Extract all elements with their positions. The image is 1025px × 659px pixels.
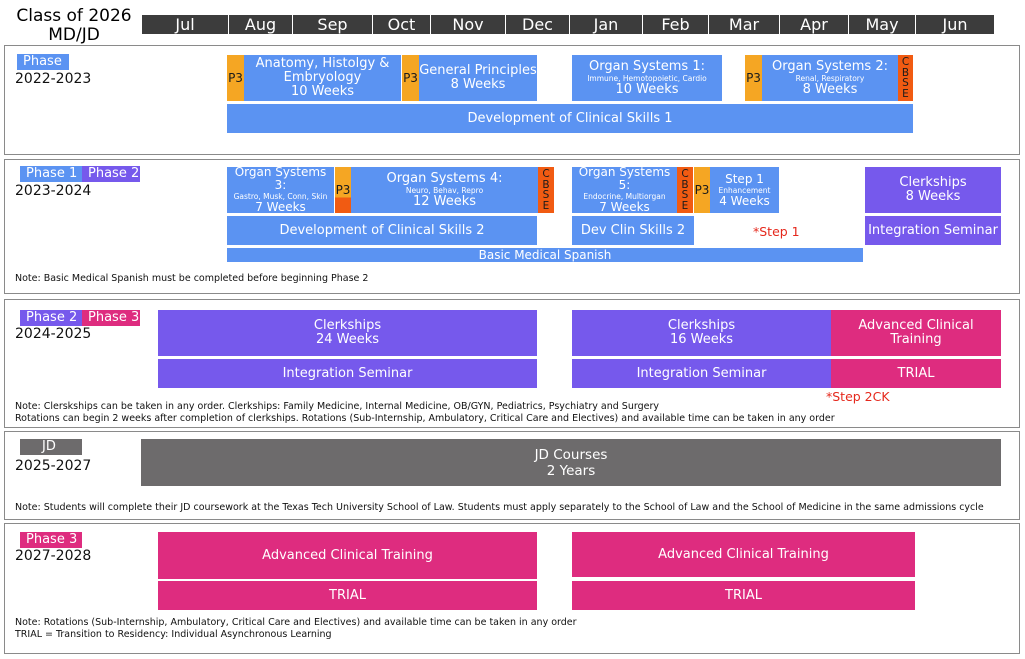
- block-title: Clerkships: [313, 318, 382, 333]
- block-duration: 8 Weeks: [802, 81, 858, 97]
- month-feb: Feb: [642, 15, 708, 34]
- phase-3-tag: Phase 3: [20, 532, 82, 548]
- basic-medical-spanish-block: Basic Medical Spanish: [227, 248, 863, 262]
- block-duration: 8 Weeks: [450, 77, 506, 92]
- block-title: Anatomy, Histolgy &: [255, 56, 390, 71]
- clerkships-block: Clerkships 8 Weeks: [865, 167, 1001, 213]
- block-duration: 16 Weeks: [669, 332, 734, 347]
- organ-systems-4-block: Organ Systems 4: Neuro, Behav, Repro 12 …: [351, 167, 538, 213]
- p3-block: P3: [402, 55, 419, 101]
- month-aug: Aug: [228, 15, 292, 34]
- cbse-block: CBSE: [538, 167, 554, 213]
- phase-2-tag: Phase 2: [82, 166, 140, 182]
- note-text: Note: Rotations (Sub-Internship, Ambulat…: [15, 617, 577, 628]
- year-label: 2024-2025: [15, 326, 92, 342]
- block-title: Clerkships: [667, 318, 736, 333]
- phase-1-tag: Phase 1: [20, 166, 82, 182]
- integration-seminar-block: Integration Seminar: [865, 216, 1001, 245]
- block-subtitle: Renal, Respiratory: [795, 73, 865, 83]
- clerkships-16-weeks-block: Clerkships 16 Weeks: [572, 310, 831, 356]
- advanced-clinical-training-block: Advanced Clinical Training: [158, 532, 537, 579]
- month-oct: Oct: [372, 15, 430, 34]
- year-label: 2022-2023: [15, 71, 92, 87]
- block-title: Clerkships: [899, 175, 967, 190]
- p3-block: P3: [335, 167, 351, 213]
- p3-block: P3: [694, 167, 710, 213]
- month-may: May: [848, 15, 915, 34]
- organ-systems-3-block: Organ Systems 3: Gastro, Musk, Conn, Ski…: [227, 167, 334, 213]
- organ-systems-1-block: Organ Systems 1: Immune, Hemotopoietic, …: [572, 55, 722, 101]
- block-title: Organ Systems 3:: [234, 167, 327, 192]
- phase-3-tag: Phase 3: [82, 310, 140, 326]
- block-subtitle: Neuro, Behav, Repro: [405, 185, 484, 195]
- block-subtitle: Gastro, Musk, Conn, Skin: [233, 192, 328, 201]
- trial-block: TRIAL: [158, 581, 537, 610]
- block-duration: 4 Weeks: [719, 193, 770, 208]
- block-duration: 7 Weeks: [599, 200, 650, 214]
- jd-courses-block: JD Courses 2 Years: [141, 439, 1001, 486]
- advanced-clinical-training-block: Advanced Clinical Training: [831, 310, 1001, 356]
- step-1-marker: *Step 1: [753, 224, 800, 239]
- month-jul: Jul: [141, 15, 228, 34]
- timeline-title: Class of 2026 MD/JD: [14, 7, 134, 45]
- integration-seminar-block: Integration Seminar: [158, 359, 537, 388]
- block-duration: 10 Weeks: [615, 81, 679, 97]
- month-dec: Dec: [505, 15, 569, 34]
- dev-clinical-skills-1-block: Development of Clinical Skills 1: [227, 104, 913, 133]
- block-subtitle: Immune, Hemotopoietic, Cardio: [587, 73, 707, 83]
- block-title: JD Courses: [534, 446, 608, 463]
- month-jan: Jan: [569, 15, 642, 34]
- month-jun: Jun: [915, 15, 994, 34]
- block-duration: 10 Weeks: [290, 84, 355, 99]
- trial-block: TRIAL: [831, 359, 1001, 388]
- general-principles-block: General Principles 8 Weeks: [419, 55, 537, 101]
- block-title: Organ Systems 4:: [386, 170, 503, 186]
- advanced-clinical-training-block: Advanced Clinical Training: [572, 532, 915, 577]
- jd-tag: JD: [20, 439, 82, 455]
- dev-clin-skills-2-block: Dev Clin Skills 2: [572, 216, 694, 245]
- block-title: General Principles: [419, 63, 537, 78]
- p3-block: P3: [227, 55, 244, 101]
- note-text: Rotations can begin 2 weeks after comple…: [15, 413, 835, 424]
- class-title: Class of 2026: [16, 6, 132, 26]
- block-subtitle: Endocrine, Multiorgan: [583, 192, 666, 201]
- p3-block: P3: [745, 55, 762, 101]
- block-title: Organ Systems 5:: [578, 167, 671, 192]
- note-text: Note: Students will complete their JD co…: [15, 502, 984, 513]
- cbse-block: CBSE: [898, 55, 913, 101]
- month-nov: Nov: [430, 15, 505, 34]
- program-title: MD/JD: [48, 25, 100, 45]
- organ-systems-5-block: Organ Systems 5: Endocrine, Multiorgan 7…: [572, 167, 677, 213]
- month-sep: Sep: [292, 15, 372, 34]
- block-subtitle: Enhancement: [718, 185, 771, 195]
- block-title: Organ Systems 2:: [772, 58, 888, 74]
- step-2ck-marker: *Step 2CK: [826, 389, 890, 404]
- block-title: Step 1: [725, 171, 764, 186]
- cbse-block: CBSE: [677, 167, 693, 213]
- phase-1-tag: Phase 1: [17, 54, 69, 85]
- month-apr: Apr: [779, 15, 848, 34]
- block-duration: 2 Years: [546, 462, 596, 479]
- block-title-cont: Embryology: [283, 70, 362, 85]
- block-duration: 8 Weeks: [905, 189, 961, 204]
- note-text: TRIAL = Transition to Residency: Individ…: [15, 629, 332, 640]
- step-1-enhancement-block: Step 1 Enhancement 4 Weeks: [710, 167, 779, 213]
- year-label: 2027-2028: [15, 548, 92, 564]
- block-title: Organ Systems 1:: [589, 58, 705, 74]
- anatomy-histology-embryology-block: Anatomy, Histolgy & Embryology 10 Weeks: [244, 55, 401, 101]
- month-mar: Mar: [708, 15, 779, 34]
- dev-clinical-skills-2-block: Development of Clinical Skills 2: [227, 216, 537, 245]
- block-duration: 12 Weeks: [412, 193, 477, 209]
- phase-2-tag: Phase 2: [20, 310, 82, 326]
- organ-systems-2-block: Organ Systems 2: Renal, Respiratory 8 We…: [762, 55, 898, 101]
- note-text: Note: Clerskships can be taken in any or…: [15, 401, 659, 412]
- note-text: Note: Basic Medical Spanish must be comp…: [15, 273, 369, 284]
- block-duration: 7 Weeks: [255, 200, 306, 214]
- clerkships-24-weeks-block: Clerkships 24 Weeks: [158, 310, 537, 356]
- block-duration: 24 Weeks: [315, 332, 380, 347]
- year-label: 2025-2027: [15, 458, 92, 474]
- trial-block: TRIAL: [572, 581, 915, 610]
- integration-seminar-block: Integration Seminar: [572, 359, 831, 388]
- year-label: 2023-2024: [15, 183, 92, 199]
